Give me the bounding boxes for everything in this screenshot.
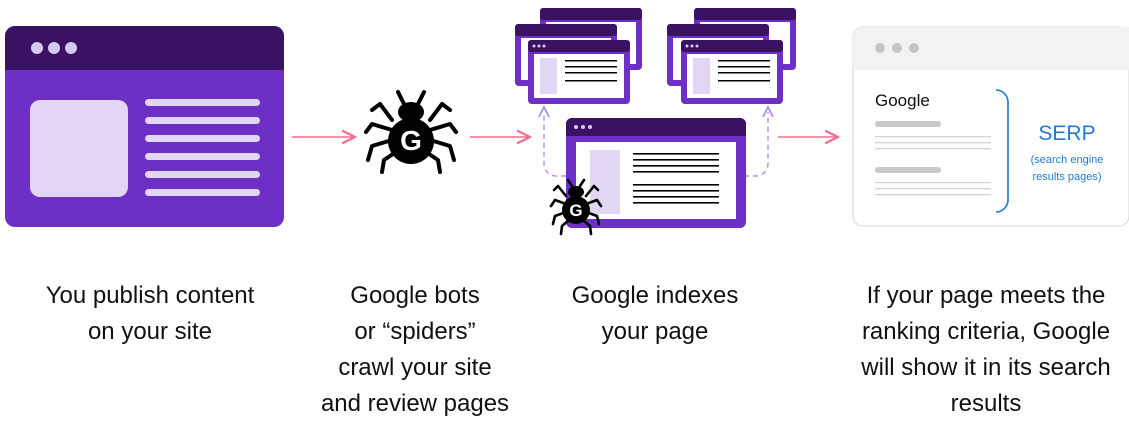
serp-google-logo: Google	[875, 91, 930, 110]
small-spider-letter: G	[569, 201, 582, 220]
step-4-line-1: If your page meets the	[866, 282, 1106, 309]
serp-bracket	[995, 89, 1009, 213]
serp-title: SERP	[1038, 122, 1095, 145]
step-4-line-3: will show it in its search	[861, 354, 1111, 381]
step-2-line-3: crawl your site	[338, 354, 492, 381]
step-4-line-4: results	[950, 390, 1022, 417]
serp-subtitle-line-1: (search engine	[1031, 154, 1104, 166]
indexed-page-browser-icon	[566, 118, 746, 228]
step-2-line-1: Google bots	[350, 282, 480, 309]
index-connector-right	[744, 112, 768, 177]
spider-google-icon: G	[364, 90, 458, 174]
step-2-line-4: and review pages	[320, 390, 510, 417]
indexed-pages-stack-right	[667, 8, 796, 104]
step-2-line-2: or “spiders”	[354, 318, 476, 345]
step-3-line-2: your page	[601, 318, 709, 345]
published-site-browser-icon	[5, 26, 284, 227]
step-1-line-1: You publish content	[45, 282, 255, 309]
step-4-line-2: ranking criteria, Google	[861, 318, 1111, 345]
process-diagram: G	[5, 8, 1129, 236]
step-3-caption: Google indexes your page	[545, 278, 765, 350]
step-1-caption: You publish content on your site	[20, 278, 280, 350]
step-1-line-2: on your site	[87, 318, 213, 345]
serp-subtitle-line-2: results pages)	[1032, 171, 1101, 183]
small-spider-icon: G	[549, 178, 603, 236]
step-2-caption: Google bots or “spiders” crawl your site…	[295, 278, 535, 422]
spider-letter: G	[400, 125, 422, 156]
indexed-pages-stack-left	[515, 8, 642, 104]
step-4-caption: If your page meets the ranking criteria,…	[836, 278, 1129, 422]
step-3-line-1: Google indexes	[571, 282, 739, 309]
index-connector-left	[544, 112, 566, 177]
serp-browser-icon: Google SERP (search engine results pages…	[852, 26, 1129, 227]
